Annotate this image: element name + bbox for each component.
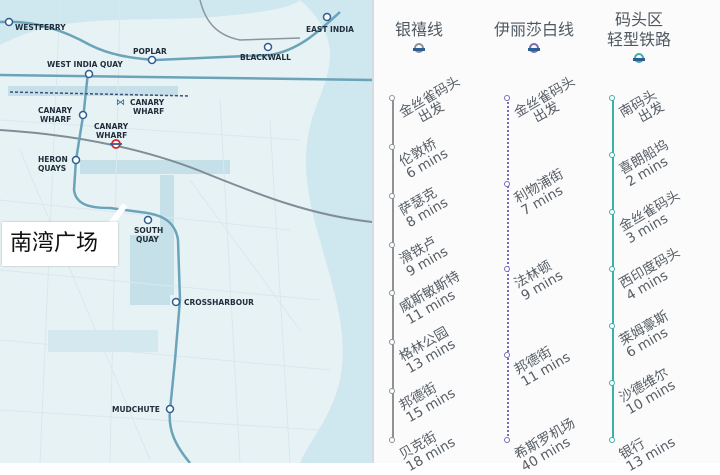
stop-label: 金丝雀码头出发 [397,73,469,132]
stop-marker [389,290,395,297]
station-label-line2: WHARF [133,107,164,116]
stop-marker [389,192,395,199]
dlr-network [0,11,372,463]
column-title: 码头区 轻型铁路 [606,10,671,49]
stop-marker [609,380,615,386]
station-label: BLACKWALL [240,53,291,62]
station-blackwall[interactable]: BLACKWALL [240,42,291,63]
street-grid [0,0,331,463]
station-crossharbour[interactable]: CROSSHARBOUR [171,297,255,307]
river-north [0,0,300,45]
mainline-rail [0,129,372,223]
dock-millwall-outer [130,235,170,305]
stop-marker [504,95,510,101]
stop-marker [389,95,395,101]
boat-icon: ⋈ [116,98,125,108]
station-label: WESTFERRY [15,23,66,32]
column-title: 银禧线 [394,20,443,39]
stop-marker [389,388,395,395]
station-label-line2: WHARF [96,131,127,140]
station-poplar[interactable]: POPLAR [133,47,167,65]
stop-marker [609,437,615,443]
station-label-line1: CANARY [94,122,129,131]
line-roundel-icon [528,43,540,53]
stop-label: 金丝雀码头出发 [512,73,584,132]
station-mudchute[interactable]: MUDCHUTE [112,404,175,414]
rail-north [199,0,301,41]
crossrail-path [9,91,191,97]
station-label-line1: CANARY [130,98,165,107]
station-heron-quays[interactable]: HERON QUAYS [38,155,81,173]
stop-marker [504,351,510,358]
station-canary-wharf-tube[interactable]: CANARY WHARF [94,122,129,149]
stop-marker [609,95,615,101]
stop-marker [389,241,395,248]
station-label-line2: QUAYS [38,164,66,173]
stop-marker [389,339,395,346]
route-line [392,98,394,440]
stop-marker [609,323,615,329]
location-callout: 南湾广场 [2,222,118,266]
area-map[interactable]: WESTFERRY POPLAR BLACKWALL EAST INDIA WE… [0,0,372,463]
column-title: 伊丽莎白线 [493,20,574,39]
station-south-quay[interactable]: SOUTH QUAY [134,215,163,245]
station-canary-wharf-pier[interactable]: ⋈ CANARY WHARF [116,98,165,116]
stop-marker [504,266,510,272]
station-label: POPLAR [133,47,167,56]
station-label: MUDCHUTE [112,405,160,414]
line-roundel-icon [413,43,425,53]
station-label-line2: QUAY [136,235,159,244]
station-east-india[interactable]: EAST INDIA [306,12,354,35]
station-label-line1: HERON [38,155,68,164]
station-westferry[interactable]: WESTFERRY [4,17,67,33]
stop-marker [389,143,395,150]
stop-marker [504,437,510,443]
stop-marker [389,437,395,443]
station-label: WEST INDIA QUAY [47,60,123,69]
stop-marker [609,266,615,272]
dock-south [80,160,230,174]
dock-west-india [8,86,178,96]
station-label: EAST INDIA [306,25,354,34]
stop-label: 南码头出发 [617,87,668,133]
stop-marker [609,152,615,158]
station-label-line1: CANARY [38,106,73,115]
river-thames [300,0,372,463]
callout-pointer [107,203,128,227]
station-west-india-quay[interactable]: WEST INDIA QUAY [47,60,123,79]
station-canary-wharf-dlr[interactable]: CANARY WHARF [38,106,88,124]
stop-marker [609,209,615,215]
station-label-line1: SOUTH [134,226,163,235]
station-label: CROSSHARBOUR [184,298,254,307]
station-label-line2: WHARF [40,115,71,124]
line-roundel-icon [633,53,645,63]
stop-marker [504,180,510,187]
